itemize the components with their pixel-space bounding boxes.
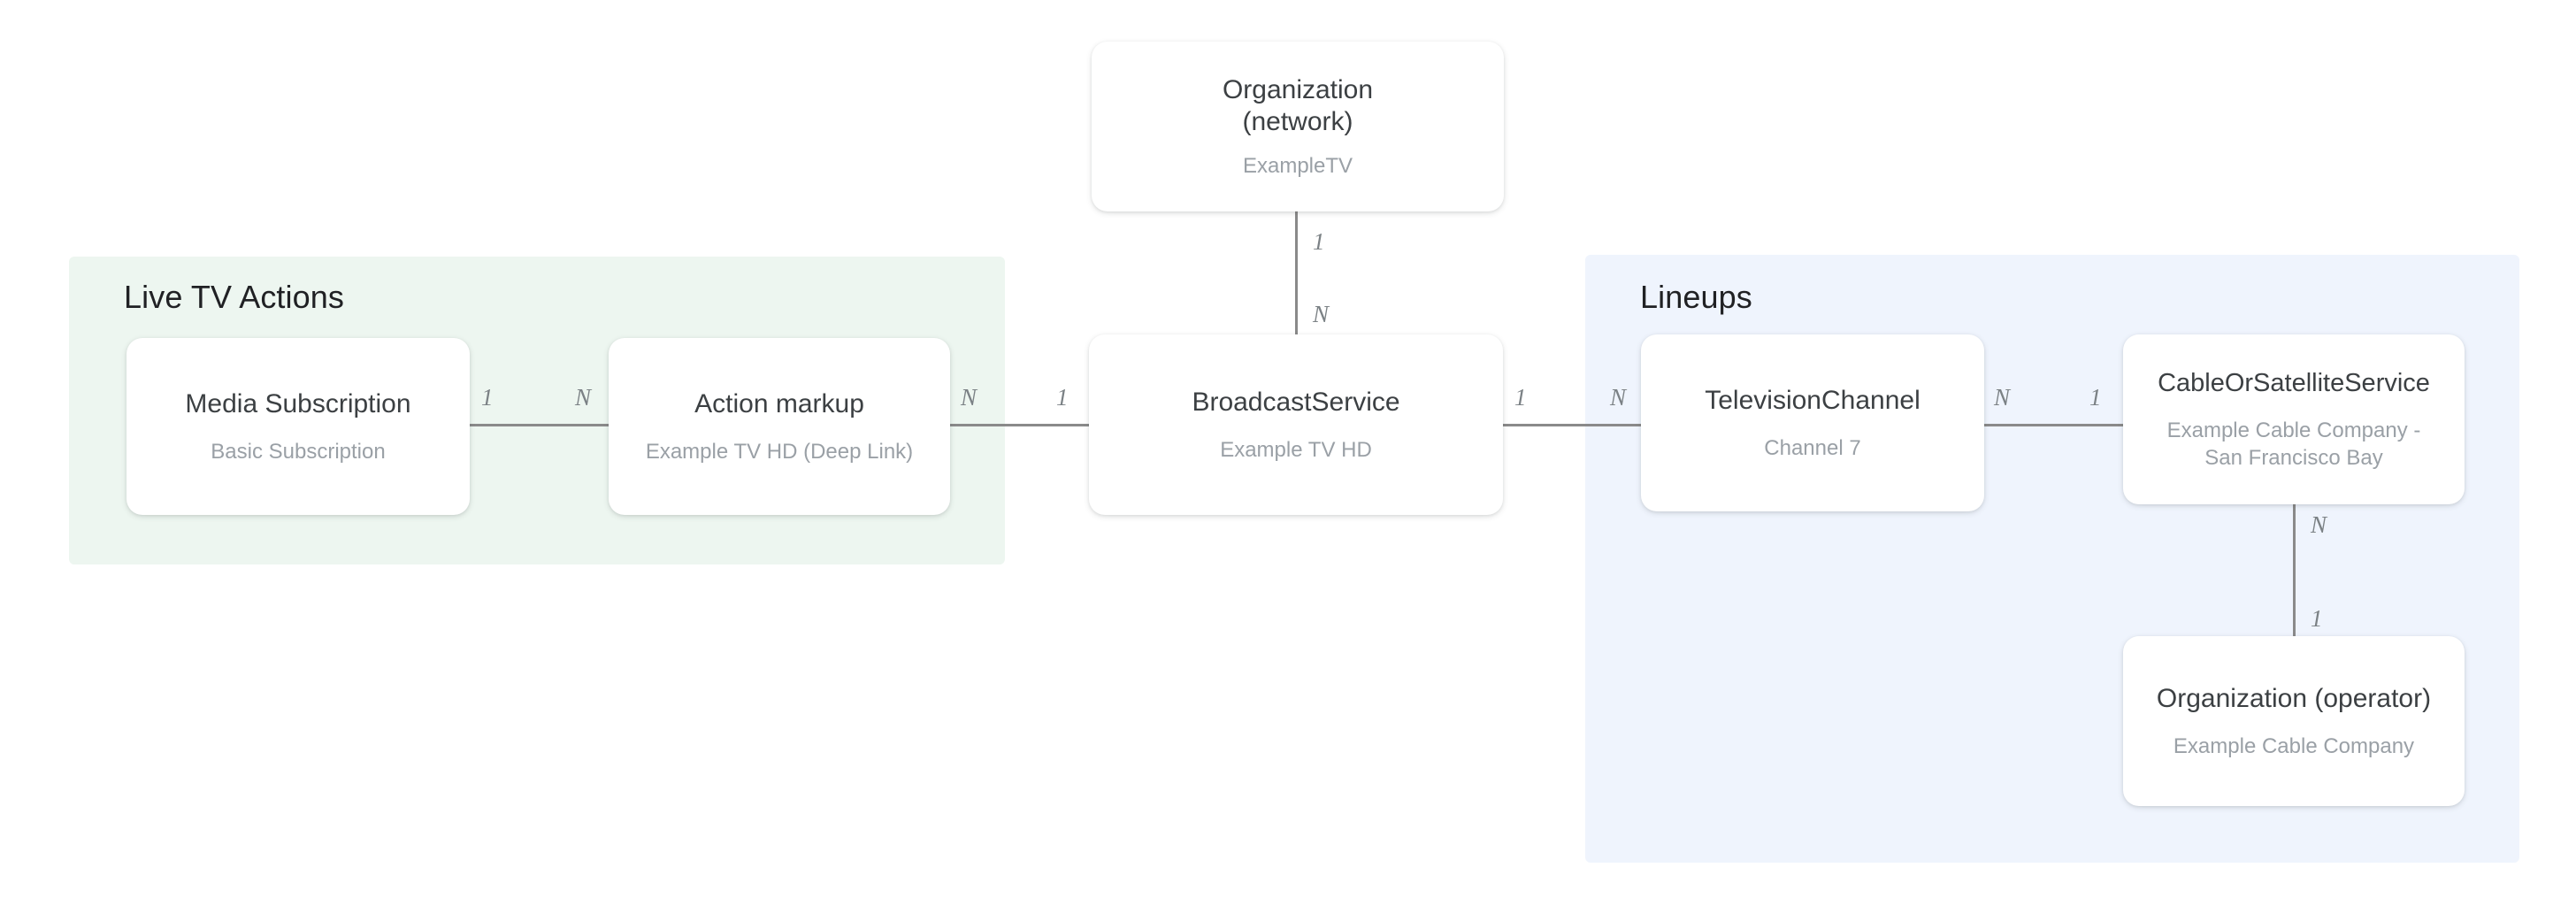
node-media-subscription[interactable]: Media Subscription Basic Subscription bbox=[126, 338, 470, 515]
cardinality-tvchannel-left: N bbox=[1610, 384, 1627, 411]
node-subtitle: Basic Subscription bbox=[211, 439, 386, 464]
cardinality-broadcastservice-right: 1 bbox=[1514, 384, 1527, 411]
cardinality-action-markup-left: N bbox=[575, 384, 592, 411]
cardinality-media-sub-right: 1 bbox=[481, 384, 494, 411]
edge-broadcastservice-to-tvchannel bbox=[1500, 424, 1644, 426]
panel-title-live-tv-actions: Live TV Actions bbox=[124, 279, 344, 315]
node-title: Organization (operator) bbox=[2156, 683, 2432, 713]
node-subtitle: Channel 7 bbox=[1764, 435, 1861, 460]
node-title: BroadcastService bbox=[1192, 387, 1400, 417]
node-title: Media Subscription bbox=[185, 388, 411, 418]
node-subtitle: ExampleTV bbox=[1242, 153, 1353, 178]
edge-action-markup-to-broadcastservice bbox=[947, 424, 1092, 426]
panel-title-lineups: Lineups bbox=[1640, 279, 1752, 315]
node-televisionchannel[interactable]: TelevisionChannel Channel 7 bbox=[1641, 334, 1984, 511]
node-subtitle: Example Cable Company - San Francisco Ba… bbox=[2166, 418, 2421, 470]
node-title: TelevisionChannel bbox=[1705, 385, 1920, 415]
node-subtitle: Example Cable Company bbox=[2173, 733, 2415, 758]
cardinality-cablesat-down: N bbox=[2311, 511, 2327, 538]
node-organization-operator[interactable]: Organization (operator) Example Cable Co… bbox=[2123, 636, 2465, 806]
edge-media-sub-to-action-markup bbox=[467, 424, 610, 426]
node-title: CableOrSatelliteService bbox=[2158, 369, 2430, 397]
edge-cablesat-to-org-operator bbox=[2293, 504, 2296, 637]
node-title: Action markup bbox=[694, 388, 864, 418]
node-organization-network[interactable]: Organization (network) ExampleTV bbox=[1092, 42, 1504, 211]
cardinality-broadcastservice-left: 1 bbox=[1056, 384, 1069, 411]
node-subtitle: Example TV HD bbox=[1220, 437, 1372, 462]
node-title: Organization (network) bbox=[1222, 74, 1374, 136]
node-broadcastservice[interactable]: BroadcastService Example TV HD bbox=[1089, 334, 1503, 515]
cardinality-broadcastservice-up: N bbox=[1313, 301, 1330, 327]
node-subtitle: Example TV HD (Deep Link) bbox=[645, 439, 914, 464]
node-cableorsatelliteservice[interactable]: CableOrSatelliteService Example Cable Co… bbox=[2123, 334, 2465, 504]
node-action-markup[interactable]: Action markup Example TV HD (Deep Link) bbox=[609, 338, 950, 515]
cardinality-org-operator-up: 1 bbox=[2311, 605, 2323, 632]
edge-tvchannel-to-cablesat bbox=[1982, 424, 2126, 426]
cardinality-action-markup-right: N bbox=[961, 384, 978, 411]
edge-org-network-to-broadcastservice bbox=[1295, 211, 1298, 335]
cardinality-tvchannel-right: N bbox=[1994, 384, 2011, 411]
cardinality-cablesat-left: 1 bbox=[2089, 384, 2102, 411]
cardinality-org-network-down: 1 bbox=[1313, 228, 1325, 255]
